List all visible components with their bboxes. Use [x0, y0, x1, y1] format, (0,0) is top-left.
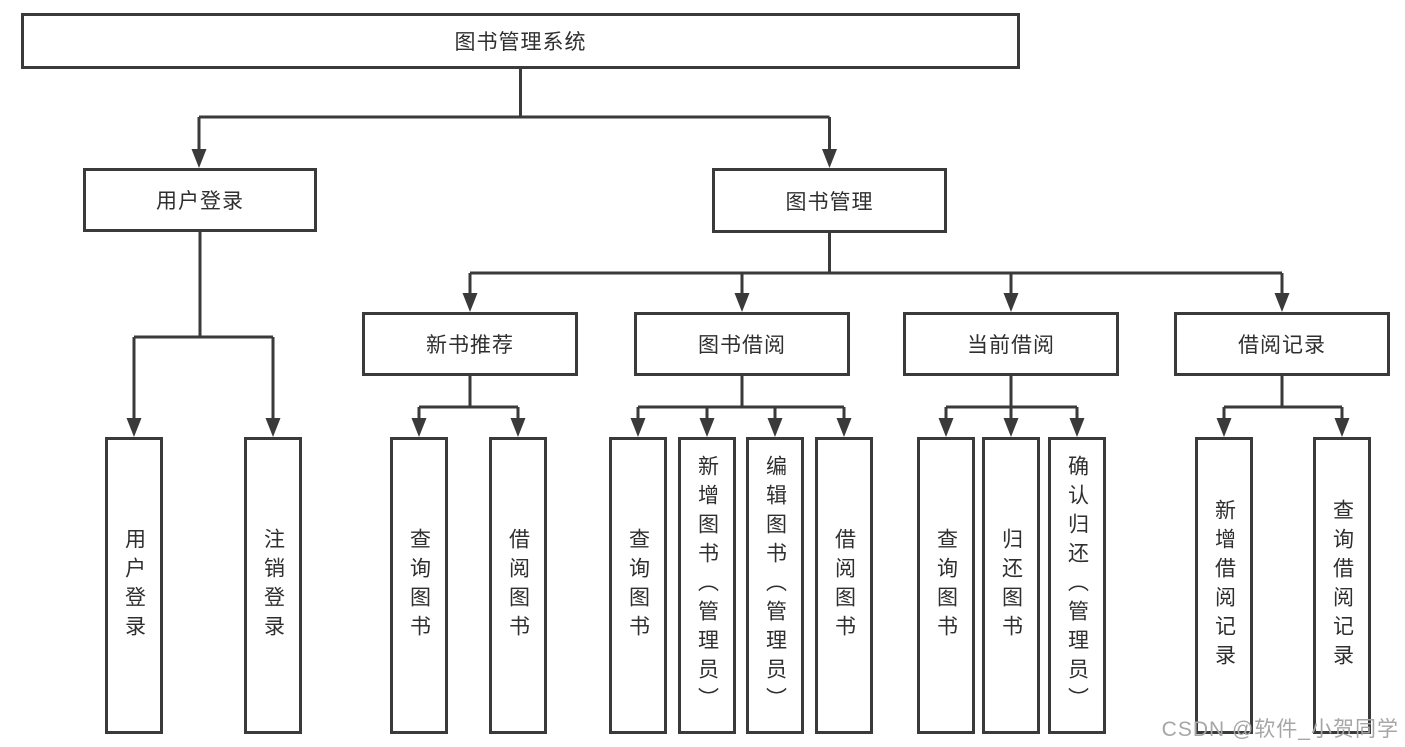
- node-leaf-cb-query-book: 查询图书: [917, 437, 975, 734]
- node-leaf-bb-query-book: 查询图书: [609, 437, 667, 734]
- node-leaf-user-login: 用户登录: [105, 437, 163, 734]
- node-leaf-br-query-record: 查询借阅记录: [1313, 437, 1371, 734]
- arrowheads: [126, 149, 1350, 437]
- node-borrow-record: 借阅记录: [1174, 312, 1390, 376]
- node-leaf-bb-add-book: 新增图书（管理员）: [678, 437, 736, 734]
- node-library-management-system: 图书管理系统: [21, 13, 1020, 69]
- node-current-borrow: 当前借阅: [903, 312, 1119, 376]
- node-leaf-bb-edit-book: 编辑图书（管理员）: [746, 437, 804, 734]
- node-user-login: 用户登录: [83, 168, 317, 232]
- node-book-borrow: 图书借阅: [634, 312, 850, 376]
- node-new-book-recommend: 新书推荐: [362, 312, 578, 376]
- node-leaf-br-add-record: 新增借阅记录: [1195, 437, 1253, 734]
- node-leaf-logout: 注销登录: [244, 437, 302, 734]
- node-leaf-nbr-borrow-book: 借阅图书: [489, 437, 547, 734]
- node-book-management: 图书管理: [712, 168, 947, 233]
- node-leaf-nbr-query-book: 查询图书: [390, 437, 448, 734]
- csdn-watermark: CSDN @软件_小贺同学: [1161, 718, 1399, 741]
- node-leaf-bb-borrow-book: 借阅图书: [815, 437, 873, 734]
- node-leaf-cb-return-book: 归还图书: [982, 437, 1040, 734]
- node-leaf-cb-confirm-return: 确认归还（管理员）: [1048, 437, 1106, 734]
